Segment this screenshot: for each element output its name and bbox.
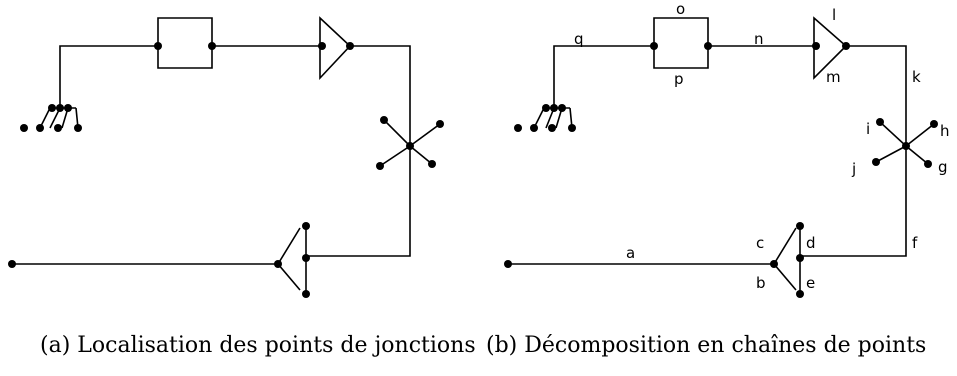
label-n: n (754, 30, 764, 48)
label-q: q (574, 30, 584, 48)
label-g: g (938, 158, 948, 176)
caption-b: (b) Décomposition en chaînes de points (486, 333, 926, 358)
label-p: p (674, 70, 684, 88)
label-f: f (912, 234, 918, 252)
panel-b-comb (514, 45, 654, 132)
panel-b: q o p n l m k i h j g f a c d b e (b) Dé… (486, 0, 950, 358)
label-c: c (756, 234, 764, 252)
label-m: m (826, 68, 841, 86)
panel-a-arrow-top (318, 16, 411, 146)
caption-a: (a) Localisation des points de jonctions (40, 333, 476, 358)
panel-a-comb (20, 45, 158, 132)
panel-b-arrow-top (812, 16, 907, 146)
panel-a-loop (154, 17, 322, 69)
label-b: b (756, 274, 766, 292)
label-h: h (940, 122, 950, 140)
label-k: k (912, 68, 921, 86)
label-l: l (832, 6, 836, 24)
label-a: a (626, 244, 635, 262)
panel-b-arrow-bottom (504, 222, 804, 298)
panel-b-loop (650, 17, 816, 69)
label-o: o (676, 0, 685, 18)
label-i: i (866, 120, 870, 138)
panel-a-star (306, 116, 444, 257)
label-j: j (851, 160, 856, 178)
panel-b-star (800, 118, 938, 257)
label-d: d (806, 234, 816, 252)
label-e: e (806, 274, 815, 292)
panel-a-arrow-bottom (8, 222, 310, 298)
panel-a: (a) Localisation des points de jonctions (8, 16, 476, 358)
